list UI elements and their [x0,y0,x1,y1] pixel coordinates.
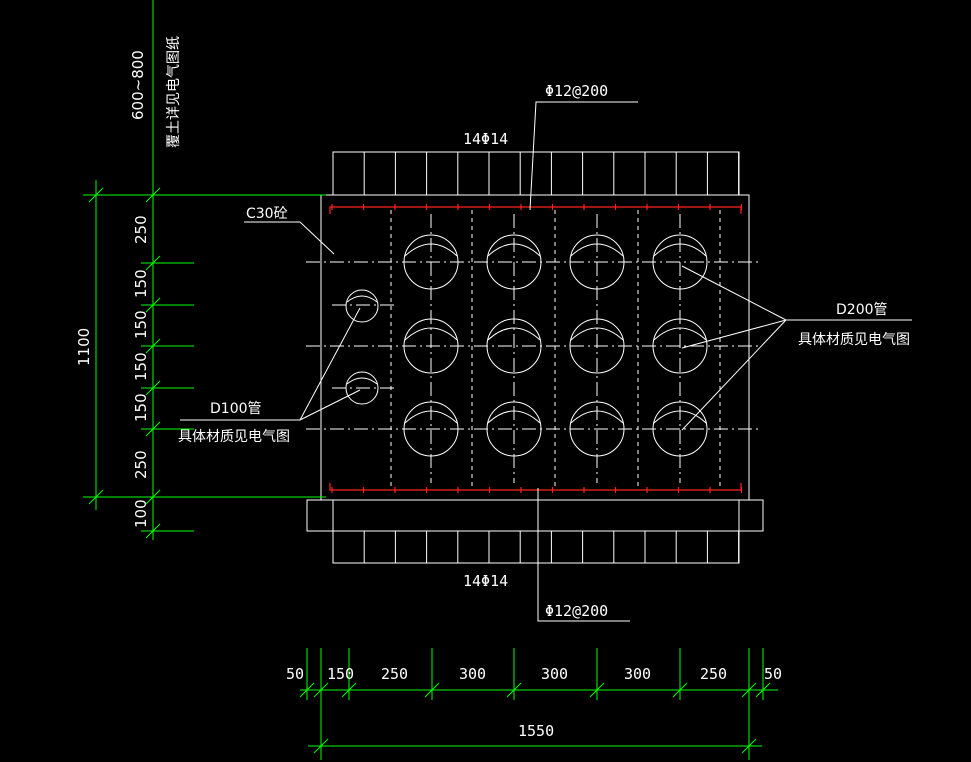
top-rebar-count-label: 14Φ14 [463,130,508,148]
d100-material-label: 具体材质见电气图 [178,429,290,445]
bottom-rebar-line [329,483,742,491]
duct-bank-structure [306,151,764,564]
v-dim-seg-5: 150 [132,393,150,422]
d200-pipe-label: D200管 [836,302,888,318]
d200-pipe-r1c4 [652,234,708,290]
d200-pipe-grid [403,234,708,457]
v-total-tick-top [88,187,104,203]
d100-leader-1 [299,307,361,421]
v-tick-7 [145,489,161,505]
d200-pipe-r1c1-arc [404,243,458,257]
d200-pipe-r1c1 [403,234,459,290]
d100-pipe-2 [345,371,379,405]
h-dim-seg-5: 300 [541,665,568,683]
top-stirrup-band [332,151,740,196]
d200-leader-3 [681,319,787,431]
d200-pipe-r2c4-arc [653,327,707,341]
d200-pipe-r2c2 [486,318,542,374]
h-dim-seg-2: 150 [327,665,354,683]
d100-pipes [345,289,379,405]
v-tick-4 [145,338,161,354]
h-dim-total: 1550 [518,722,554,740]
top-rebar-line [329,206,742,214]
d100-pipe-2-arc [346,377,378,385]
rebar-group [329,204,743,493]
cover-depth-label: 600~800 [129,50,147,120]
bottom-rebar-count-label: 14Φ14 [463,572,508,590]
base-cushion-slab [306,499,764,532]
d200-pipe-r2c3-arc [570,327,624,341]
vertical-dimension-chain: 250 150 150 150 150 250 100 1100 [75,0,326,540]
d200-leader-1 [681,265,787,321]
d200-pipe-r3c3 [569,401,625,457]
h-total-tick-left [313,738,329,754]
v-tick-1 [145,187,161,203]
d200-pipe-r1c3-arc [570,243,624,257]
h-tick-7 [672,682,688,698]
v-dim-seg-6: 250 [132,450,150,479]
h-dim-seg-4: 300 [459,665,486,683]
d200-pipe-r1c4-arc [653,243,707,257]
d100-pipe-1-arc [346,295,378,303]
d200-pipe-r3c4 [652,401,708,457]
d200-pipe-r2c1-arc [404,327,458,341]
annotations: Φ12@200 14Φ14 14Φ14 Φ12@200 C30砼 D200管 具… [129,36,912,622]
d100-pipe-label: D100管 [210,401,262,417]
d200-pipe-r3c2-arc [487,410,541,424]
top-rebar-spacing-label: Φ12@200 [545,82,608,100]
d200-pipe-r3c4-arc [653,410,707,424]
v-dim-seg-1: 250 [132,215,150,244]
d200-pipe-r2c4 [652,318,708,374]
v-dim-seg-4: 150 [132,352,150,381]
bottom-rebar-spacing-label: Φ12@200 [545,602,608,620]
d200-pipe-r3c1 [403,401,459,457]
v-dim-seg-3: 150 [132,310,150,339]
horizontal-dimension-chain: 50 150 250 300 300 300 250 50 1550 [286,648,782,760]
v-dim-total: 1100 [75,328,93,366]
v-total-tick-bottom [88,489,104,505]
v-tick-6 [145,421,161,437]
h-tick-6 [589,682,605,698]
h-tick-9 [755,682,771,698]
v-dim-seg-2: 150 [132,269,150,298]
v-tick-5 [145,380,161,396]
d200-pipe-r3c3-arc [570,410,624,424]
concrete-grade-label: C30砼 [246,206,288,222]
h-dim-seg-3: 250 [381,665,408,683]
d200-pipe-r3c1-arc [404,410,458,424]
d100-leader-2 [299,389,361,421]
h-dim-seg-1: 50 [286,665,304,683]
rebar-ticks [331,204,743,493]
cover-note-label: 覆土详见电气图纸 [166,36,182,148]
h-dim-seg-7: 250 [700,665,727,683]
d200-pipe-r1c2 [486,234,542,290]
v-tick-3 [145,297,161,313]
h-tick-4 [424,682,440,698]
h-dim-seg-8: 50 [764,665,782,683]
h-tick-5 [506,682,522,698]
d200-pipe-r3c2 [486,401,542,457]
concrete-leader [244,221,335,255]
d200-pipe-r1c3 [569,234,625,290]
v-tick-8 [145,523,161,539]
d200-pipe-r2c1 [403,318,459,374]
v-tick-2 [145,255,161,271]
v-dim-seg-7: 100 [132,499,150,528]
h-tick-1 [299,682,315,698]
center-lines [306,214,760,483]
top-spacing-leader [529,101,638,211]
d200-material-label: 具体材质见电气图 [798,332,910,348]
d200-pipe-r2c2-arc [487,327,541,341]
d100-pipe-1 [345,289,379,323]
d200-pipe-r1c2-arc [487,243,541,257]
d200-leader-2 [681,319,787,349]
h-total-tick-right [741,738,757,754]
h-tick-3 [341,682,357,698]
h-dim-seg-6: 300 [624,665,651,683]
d200-pipe-r2c3 [569,318,625,374]
stirrup-lines [332,152,740,563]
bottom-spacing-leader [537,488,630,622]
